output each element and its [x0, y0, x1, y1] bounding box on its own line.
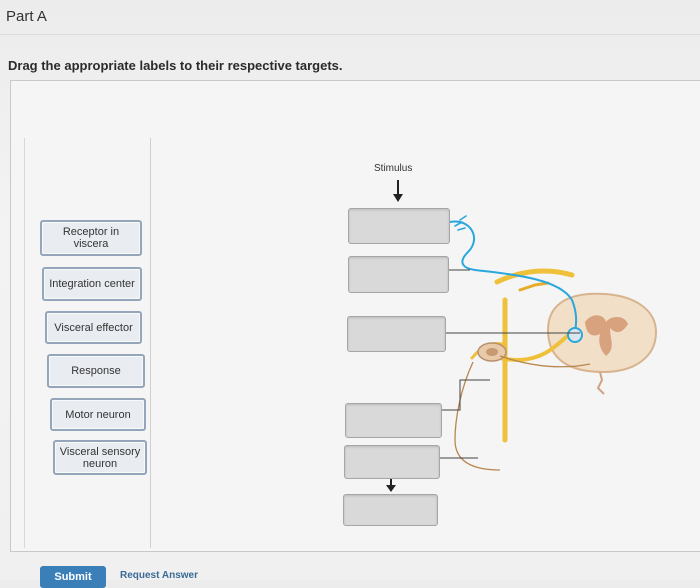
target-box-4[interactable] — [345, 403, 442, 438]
response-arrow-icon — [386, 478, 396, 492]
stimulus-arrow-icon — [393, 180, 403, 202]
target-box-2[interactable] — [348, 256, 449, 293]
instruction-text: Drag the appropriate labels to their res… — [8, 58, 343, 73]
label-bank — [24, 138, 151, 548]
label-motor-neuron[interactable]: Motor neuron — [50, 398, 146, 431]
label-visceral-sensory-neuron[interactable]: Visceral sensory neuron — [53, 440, 147, 475]
spinal-cord-icon — [546, 292, 658, 395]
label-receptor-in-viscera[interactable]: Receptor in viscera — [40, 220, 142, 256]
label-visceral-effector[interactable]: Visceral effector — [45, 311, 142, 344]
sensory-neuron-icon — [449, 215, 583, 343]
divider — [0, 34, 700, 35]
autonomic-fiber — [454, 361, 501, 471]
autonomic-fiber-2 — [499, 355, 591, 368]
target-box-3[interactable] — [347, 316, 446, 352]
target-box-1[interactable] — [348, 208, 450, 244]
leader-lines — [440, 269, 580, 459]
target-box-6[interactable] — [343, 494, 438, 526]
stimulus-label: Stimulus — [374, 163, 413, 174]
submit-button[interactable]: Submit — [40, 566, 106, 588]
part-title: Part A — [6, 8, 47, 25]
request-answer-link[interactable]: Request Answer — [120, 570, 198, 581]
ganglion-icon — [477, 342, 507, 362]
label-response[interactable]: Response — [47, 354, 145, 388]
label-integration-center[interactable]: Integration center — [42, 267, 142, 301]
target-box-5[interactable] — [344, 445, 440, 479]
